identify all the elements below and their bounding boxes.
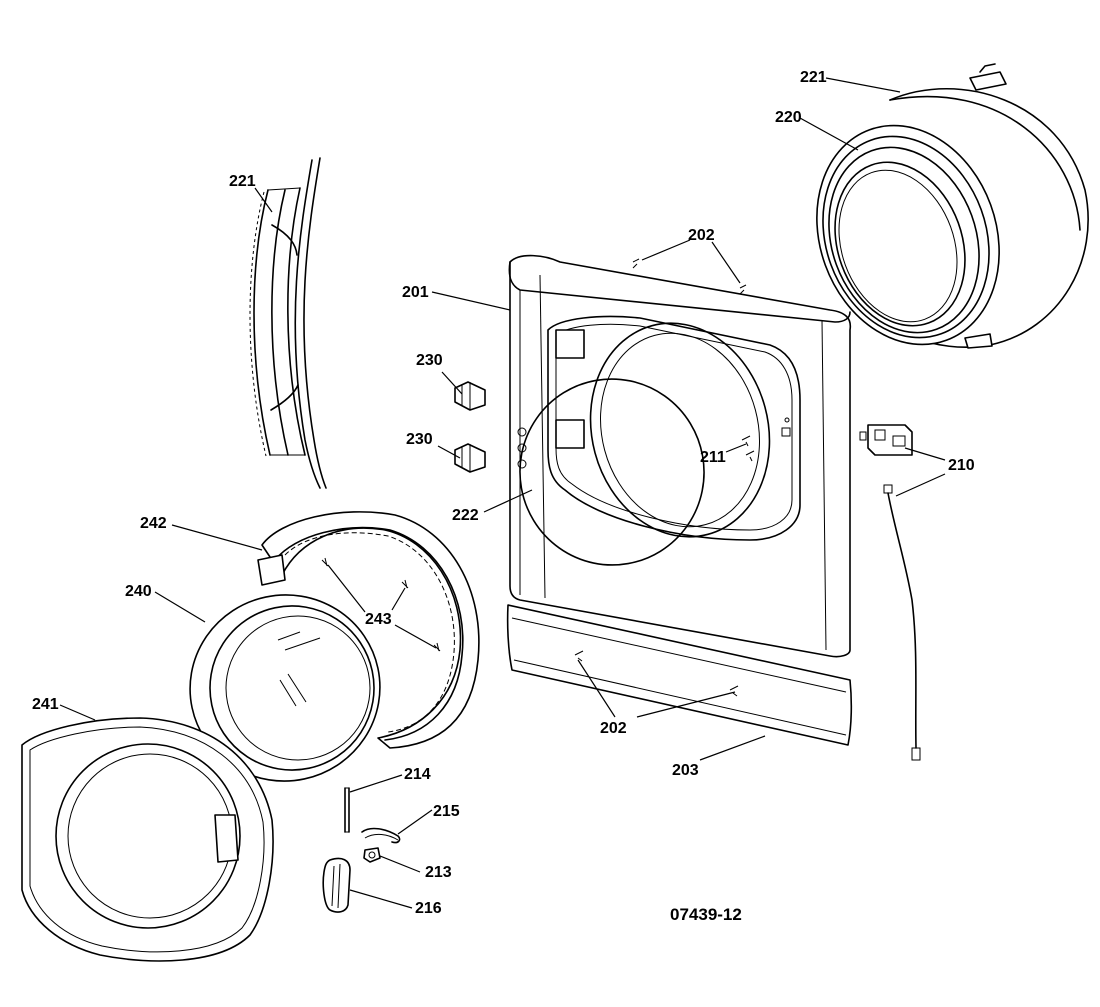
door-glass-part-240: [189, 594, 381, 782]
label-240: 240: [125, 583, 152, 600]
door-inner-frame-part-242: [257, 511, 480, 749]
front-panel-part-201: [508, 254, 852, 658]
door-lock-part-210: [859, 424, 921, 761]
leader-lines: [59, 77, 946, 909]
figure-code: 07439-12: [670, 905, 742, 924]
label-211: 211: [700, 449, 726, 466]
label-216: 216: [415, 900, 442, 917]
spring-part-215: [361, 827, 401, 844]
latch-hook-part-213: [363, 847, 381, 863]
kick-plate-part-203: [506, 604, 853, 746]
door-seal-wire-part-222: [519, 378, 705, 566]
outer-door-part-241: [21, 717, 274, 962]
label-242: 242: [140, 515, 167, 532]
label-201: 201: [402, 284, 429, 301]
hinge-pin-part-214: [344, 787, 350, 833]
hinge-bracket-part-230: [454, 381, 486, 473]
door-handle-part-216: [322, 857, 351, 913]
label-241: 241: [32, 696, 59, 713]
label-210: 210: [948, 457, 975, 474]
clamp-band-section-part-221: [249, 157, 327, 489]
label-220: 220: [775, 109, 802, 126]
label-230-lower: 230: [406, 431, 433, 448]
label-215: 215: [433, 803, 460, 820]
label-213: 213: [425, 864, 452, 881]
label-214: 214: [404, 766, 431, 783]
label-202-top: 202: [688, 227, 715, 244]
part-labels: 221 220 221 202 201 230 230 211 210 222 …: [32, 69, 975, 917]
label-221-side: 221: [229, 173, 256, 190]
label-230-upper: 230: [416, 352, 443, 369]
label-222: 222: [452, 507, 479, 524]
label-243: 243: [365, 611, 392, 628]
label-203: 203: [672, 762, 699, 779]
door-boot-seal-part-220: [816, 63, 1089, 349]
label-221-top: 221: [800, 69, 827, 86]
label-202-bottom: 202: [600, 720, 627, 737]
